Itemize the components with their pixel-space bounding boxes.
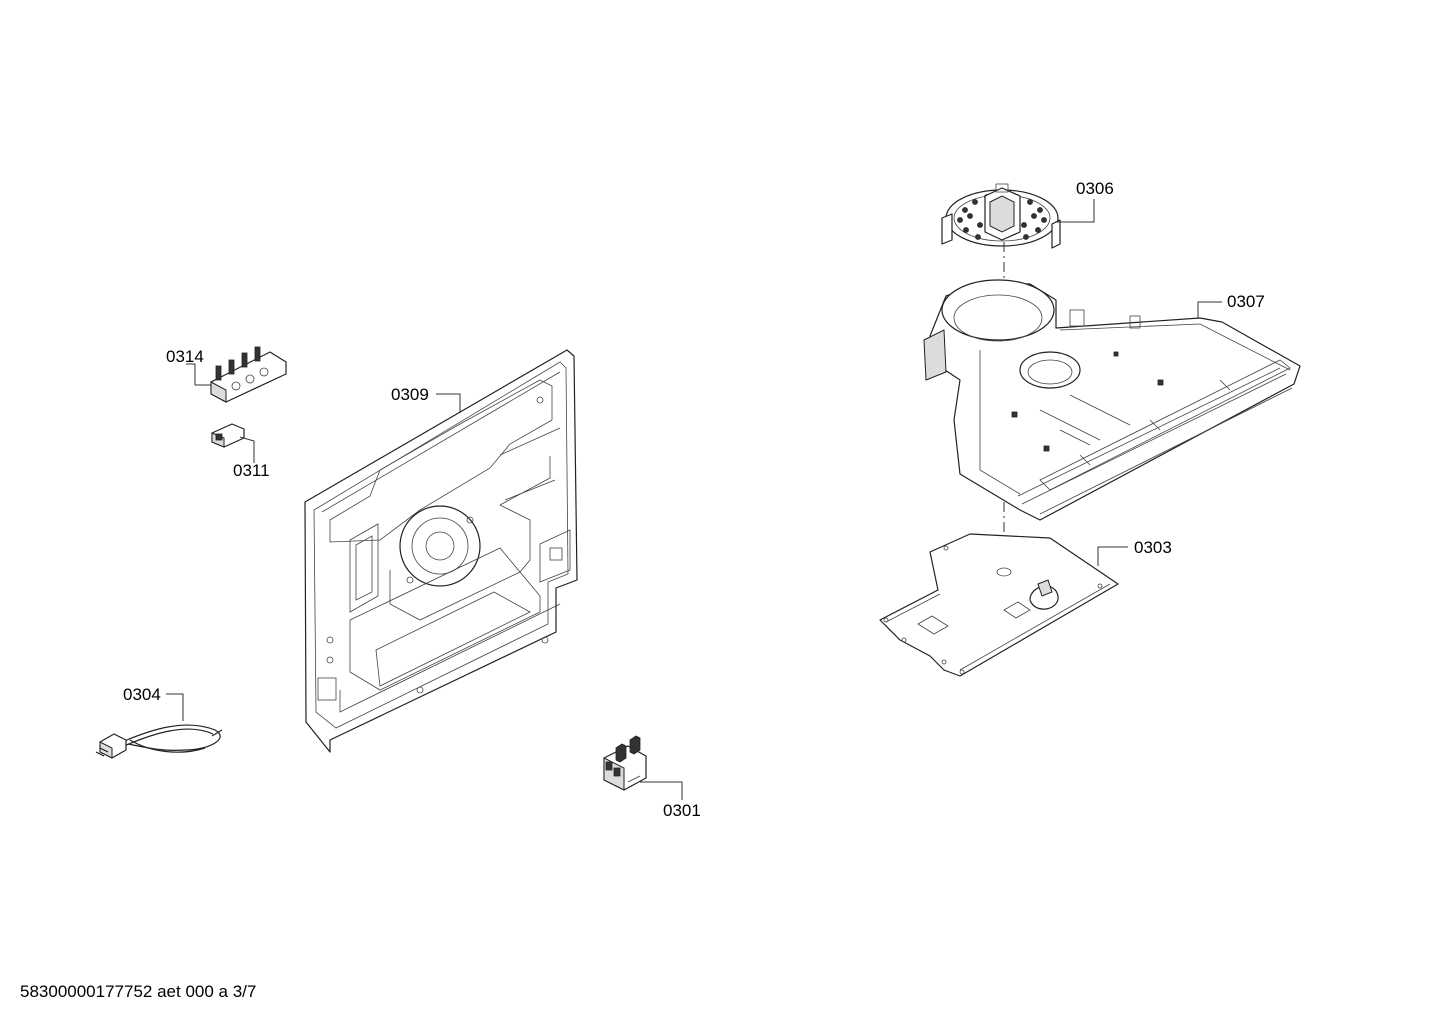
label-0309[interactable]: 0309 bbox=[391, 385, 429, 404]
label-0307[interactable]: 0307 bbox=[1227, 292, 1265, 311]
label-0301[interactable]: 0301 bbox=[663, 801, 701, 820]
part-0306-fan-motor[interactable] bbox=[941, 183, 1061, 249]
part-0303-base-plate[interactable] bbox=[879, 533, 1119, 677]
part-0304-power-cord[interactable] bbox=[95, 724, 223, 759]
label-0303[interactable]: 0303 bbox=[1134, 538, 1172, 557]
label-0306[interactable]: 0306 bbox=[1076, 179, 1114, 198]
part-0311-clip[interactable] bbox=[211, 423, 245, 448]
label-0304[interactable]: 0304 bbox=[123, 685, 161, 704]
document-footer-id: 58300000177752 aet 000 a 3/7 bbox=[20, 982, 257, 1001]
part-0309-rear-panel[interactable] bbox=[304, 349, 578, 753]
label-0314[interactable]: 0314 bbox=[166, 347, 204, 366]
part-0314-terminal-block[interactable] bbox=[210, 346, 287, 403]
label-0311[interactable]: 0311 bbox=[233, 461, 270, 480]
part-0307-fan-housing[interactable] bbox=[923, 279, 1301, 521]
part-0301-switch[interactable] bbox=[603, 735, 647, 791]
